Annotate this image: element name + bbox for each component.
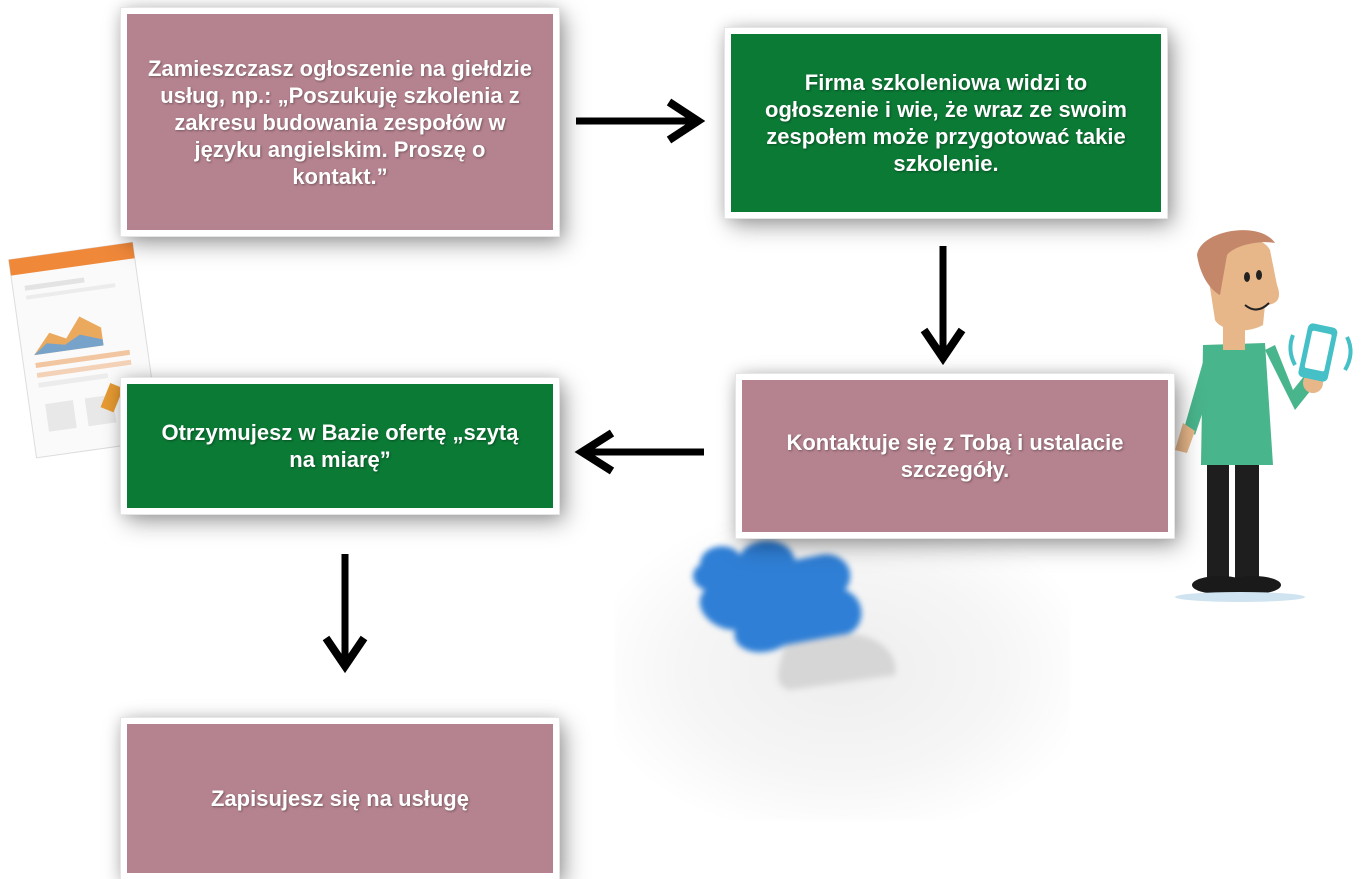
- man-with-phone-icon: [1175, 230, 1353, 602]
- step-4-receive-offer: Otrzymujesz w Bazie ofertę „szytą na mia…: [121, 378, 559, 514]
- step-3-text: Kontaktuje się z Tobą i ustalacie szczeg…: [786, 430, 1124, 482]
- step-2-company-sees-ad: Firma szkoleniowa widzi to ogłoszenie i …: [725, 28, 1167, 218]
- puzzle-piece-icon: [693, 540, 896, 690]
- arrow-down-icon: [920, 246, 966, 366]
- step-5-sign-up: Zapisujesz się na usługę: [121, 718, 559, 879]
- step-1-text: Zamieszczasz ogłoszenie na giełdzie usłu…: [148, 55, 532, 189]
- arrow-left-icon: [574, 429, 704, 475]
- arrow-down-icon: [322, 554, 368, 674]
- report-document-icon: [8, 241, 161, 459]
- arrow-right-icon: [576, 98, 706, 144]
- step-2-text: Firma szkoleniowa widzi to ogłoszenie i …: [765, 70, 1127, 176]
- step-5-text: Zapisujesz się na usługę: [211, 786, 469, 811]
- step-4-text: Otrzymujesz w Bazie ofertę „szytą na mia…: [161, 420, 519, 472]
- step-3-contact: Kontaktuje się z Tobą i ustalacie szczeg…: [736, 374, 1174, 538]
- step-1-post-ad: Zamieszczasz ogłoszenie na giełdzie usłu…: [121, 8, 559, 236]
